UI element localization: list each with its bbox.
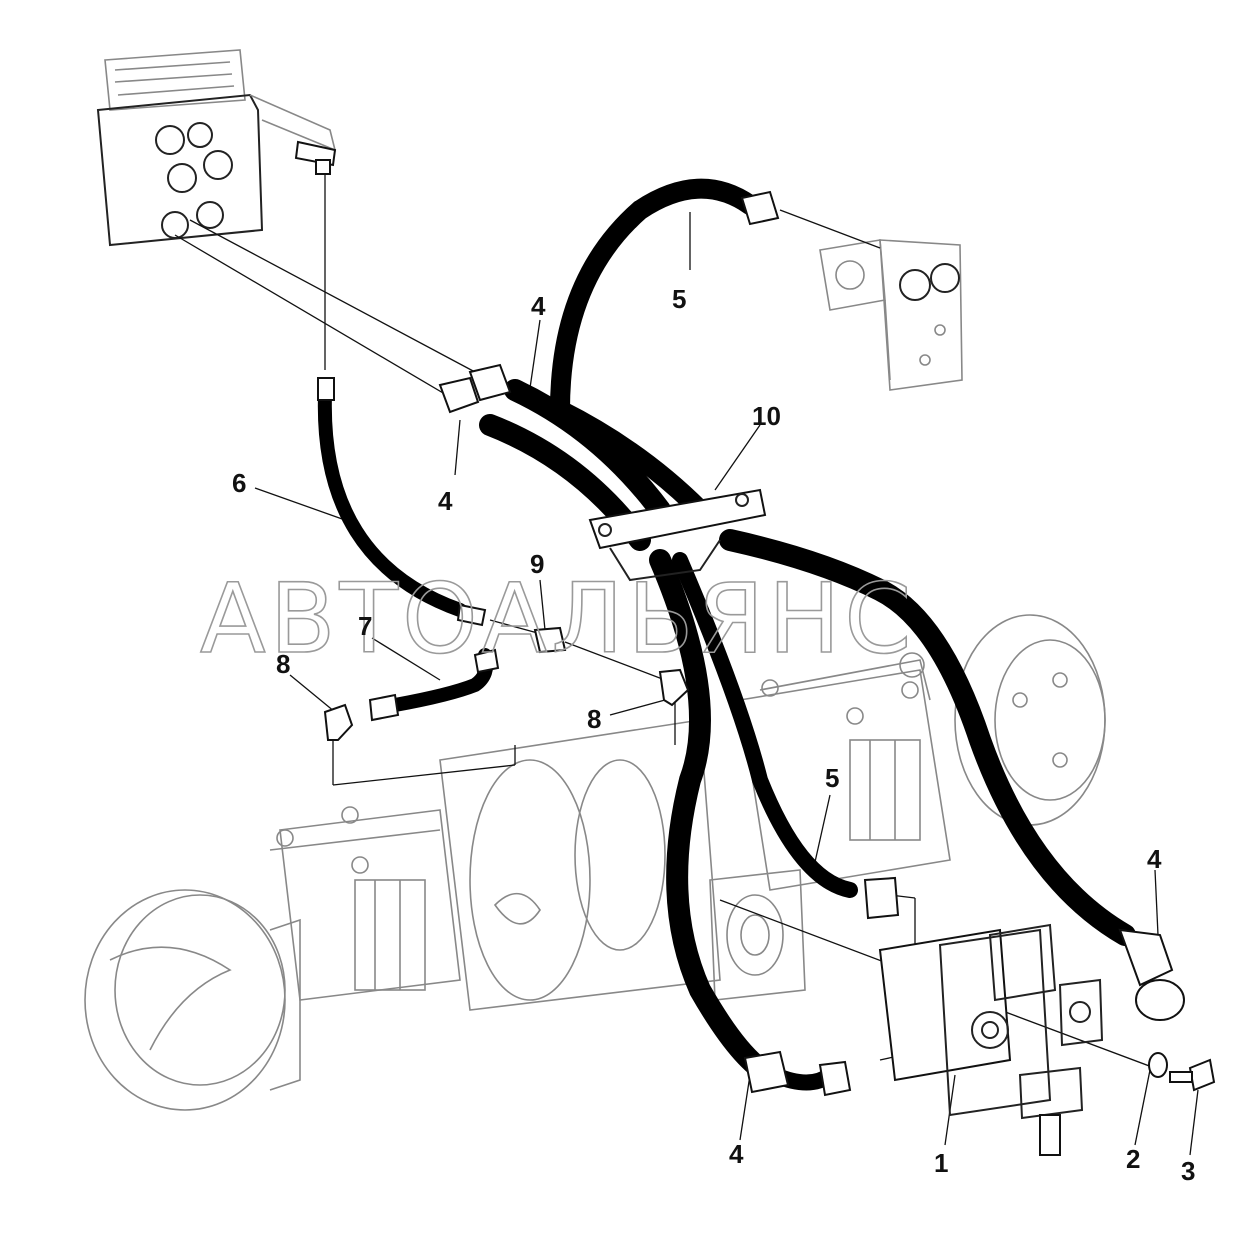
callouts: 1 2 3 4 4 4 4 5 5 6 7 8 8 9 10 <box>232 284 1195 1186</box>
fittings <box>317 190 1185 1097</box>
callout-9: 9 <box>530 549 544 579</box>
callout-5-top: 5 <box>672 284 686 314</box>
callout-4-bottom: 4 <box>729 1139 744 1169</box>
auxiliary-valve <box>819 239 963 391</box>
axle-assembly <box>84 614 1106 1111</box>
callout-8-left: 8 <box>276 649 290 679</box>
watermark-text: АВТОАЛЬЯНС <box>200 563 915 675</box>
leader-lines <box>174 175 1199 1156</box>
callout-2: 2 <box>1126 1144 1140 1174</box>
washer-and-bolt <box>1148 1052 1216 1092</box>
callout-1: 1 <box>934 1148 948 1178</box>
hydraulic-pump <box>878 923 1104 1156</box>
callout-3: 3 <box>1181 1156 1195 1186</box>
callout-7: 7 <box>358 611 372 641</box>
callout-5-lower: 5 <box>825 763 839 793</box>
callout-10: 10 <box>752 401 781 431</box>
callout-8-right: 8 <box>587 704 601 734</box>
control-valve-block <box>96 49 337 247</box>
hose-clamp <box>588 488 767 582</box>
callout-4-right: 4 <box>1147 844 1162 874</box>
callout-4-top: 4 <box>531 291 546 321</box>
callout-6: 6 <box>232 468 246 498</box>
callout-4-mid: 4 <box>438 486 453 516</box>
